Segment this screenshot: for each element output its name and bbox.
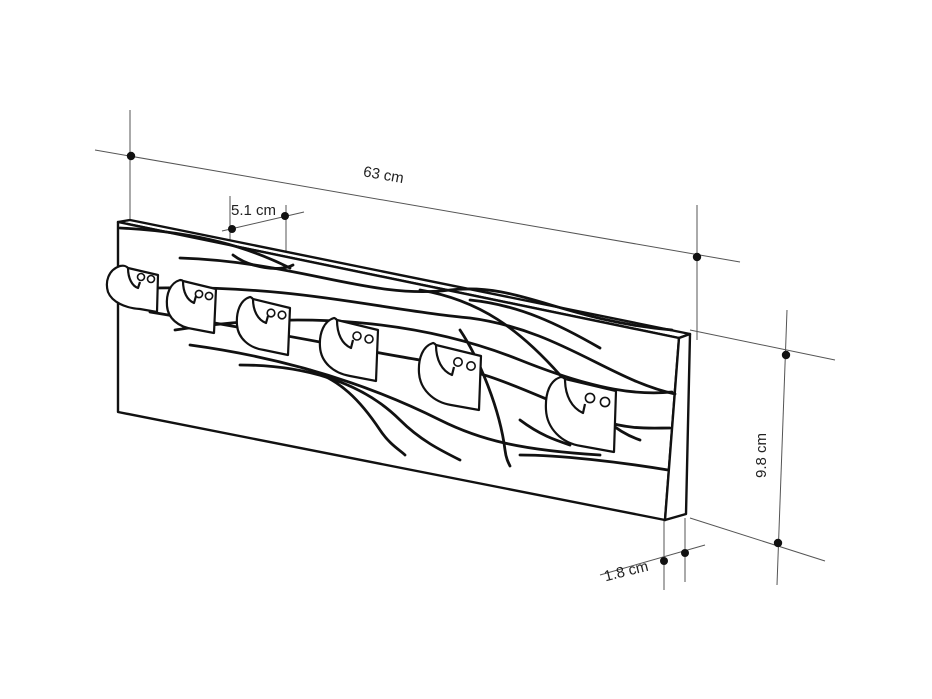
height-label: 9.8 cm bbox=[753, 433, 770, 478]
hook-5-curve bbox=[434, 344, 456, 377]
hook-2 bbox=[165, 278, 218, 335]
hook-3-plate bbox=[235, 295, 292, 357]
depth-label: 1.8 cm bbox=[602, 558, 650, 585]
wave-3 bbox=[178, 256, 674, 332]
length-dimension-line bbox=[94, 149, 741, 263]
depth-dimension: 1.8 cm bbox=[599, 518, 706, 590]
hook-2-screw-left bbox=[194, 289, 204, 299]
length-dimension: 63 cm bbox=[94, 110, 741, 340]
height-dot-bottom bbox=[773, 538, 783, 548]
wave-13 bbox=[518, 453, 670, 472]
rack-board bbox=[116, 218, 692, 522]
wave-7 bbox=[188, 343, 602, 457]
board-front-face bbox=[116, 220, 681, 522]
spacing-dot-right bbox=[281, 212, 289, 220]
height-extension-bottom bbox=[689, 517, 826, 562]
hook-5-screw-left bbox=[452, 356, 463, 367]
depth-dot-left bbox=[660, 557, 668, 565]
hook-2-screw-right bbox=[204, 291, 214, 301]
depth-dot-right bbox=[681, 549, 689, 557]
wave-4 bbox=[153, 286, 677, 396]
hook-1 bbox=[105, 264, 160, 314]
length-label: 63 cm bbox=[362, 163, 405, 187]
board-end-face bbox=[663, 332, 692, 522]
hook-1-screw-right bbox=[146, 274, 156, 284]
hook-3-screw-left bbox=[266, 308, 276, 318]
spacing-dot-left bbox=[228, 225, 236, 233]
hook-5-plate bbox=[417, 341, 483, 412]
hook-3-screw-right bbox=[277, 310, 287, 320]
hook-4-curve bbox=[335, 319, 355, 350]
hook-3-curve bbox=[251, 298, 270, 325]
hook-6-plate bbox=[544, 375, 618, 454]
hooks bbox=[105, 264, 618, 454]
hook-spacing-dimension: 5.1 cm bbox=[221, 196, 305, 258]
hook-6-screw-left bbox=[584, 392, 596, 404]
hook-spacing-label: 5.1 cm bbox=[231, 202, 276, 219]
length-dot-left bbox=[126, 151, 136, 161]
hook-4 bbox=[318, 316, 380, 383]
height-extension-top bbox=[689, 329, 836, 361]
hook-2-curve bbox=[181, 280, 198, 305]
hook-1-plate bbox=[105, 264, 160, 314]
wave-1 bbox=[118, 226, 292, 270]
height-dot-top bbox=[781, 350, 791, 360]
hook-1-screw-left bbox=[136, 272, 146, 282]
length-dot-right bbox=[692, 252, 702, 262]
hook-3 bbox=[235, 295, 292, 357]
wave-11 bbox=[468, 298, 602, 350]
hook-5 bbox=[417, 341, 483, 412]
hook-6-curve bbox=[563, 378, 587, 415]
hook-4-screw-left bbox=[352, 331, 362, 341]
hook-4-plate bbox=[318, 316, 380, 383]
hook-1-curve bbox=[126, 267, 142, 290]
wave-9 bbox=[308, 368, 407, 457]
hook-4-screw-right bbox=[364, 334, 374, 344]
hook-6 bbox=[544, 375, 618, 454]
wave-14 bbox=[518, 418, 572, 447]
hook-6-screw-right bbox=[599, 396, 611, 408]
height-dimension: 9.8 cm bbox=[689, 309, 836, 586]
wave-8 bbox=[238, 363, 462, 462]
hook-2-plate bbox=[165, 278, 218, 335]
hook-5-screw-right bbox=[465, 360, 476, 371]
